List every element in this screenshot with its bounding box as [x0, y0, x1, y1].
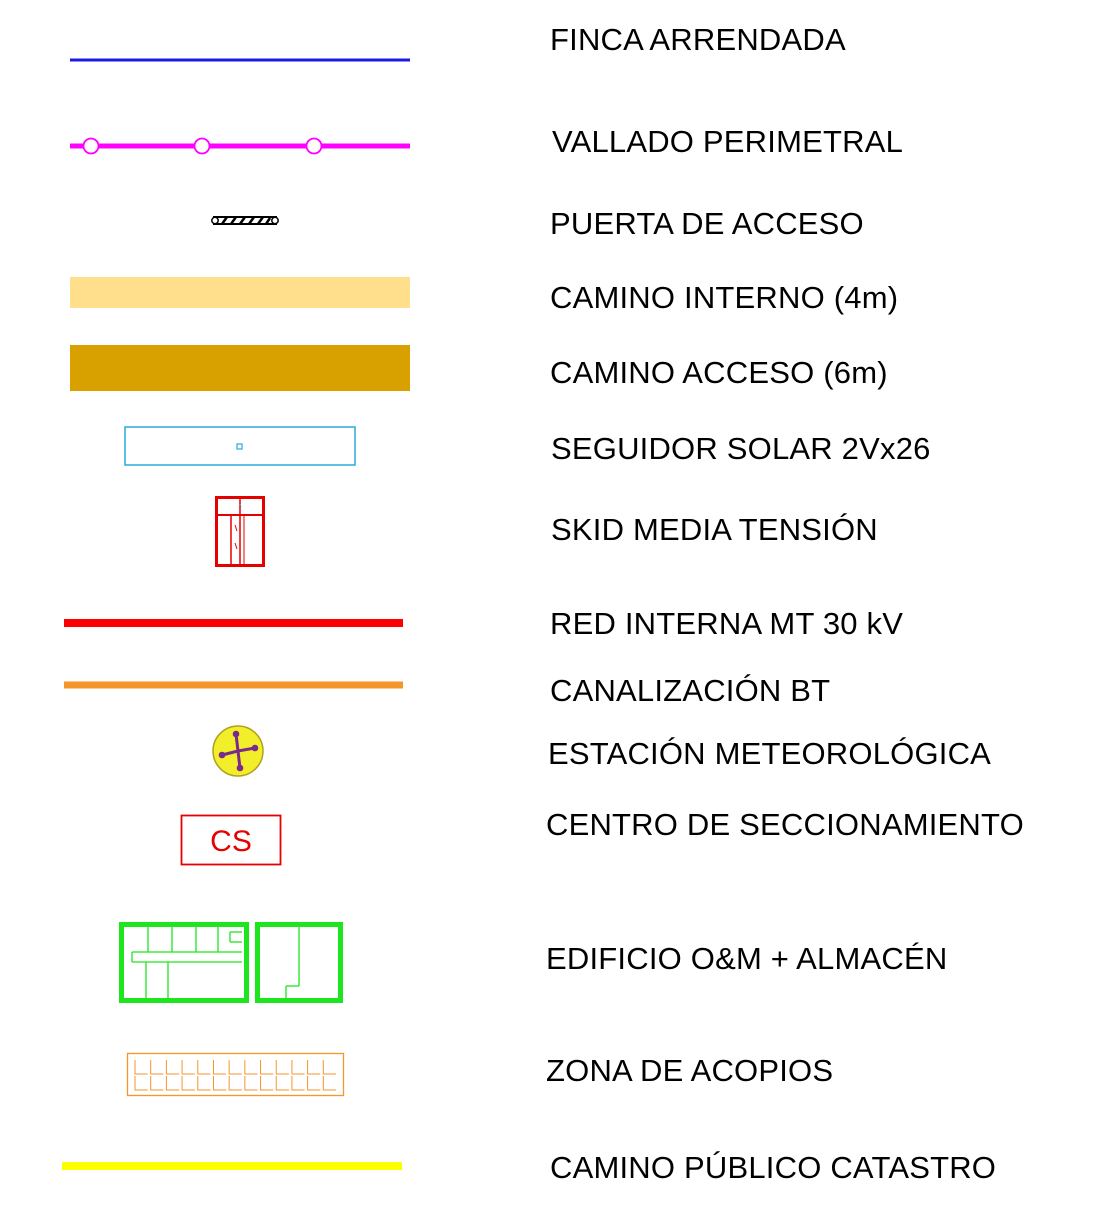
centro-seccionamiento-code: CS	[210, 825, 252, 858]
label-camino-interno: CAMINO INTERNO (4m)	[550, 280, 899, 315]
canalizacion-bt-symbol	[64, 681, 403, 689]
label-canalizacion-bt: CANALIZACIÓN BT	[550, 673, 831, 708]
acopios-cell	[260, 1060, 274, 1075]
acopios-cell	[197, 1060, 211, 1075]
acopios-cell	[228, 1076, 242, 1091]
label-red-interna-mt: RED INTERNA MT 30 kV	[550, 606, 904, 641]
acopios-cell	[181, 1060, 195, 1075]
camino-publico-symbol	[62, 1162, 402, 1170]
acopios-cell	[307, 1060, 321, 1075]
acopios-cell	[244, 1076, 258, 1091]
label-skid-media-tension: SKID MEDIA TENSIÓN	[551, 512, 878, 547]
label-seguidor-solar: SEGUIDOR SOLAR 2Vx26	[551, 431, 931, 466]
label-finca-arrendada: FINCA ARRENDADA	[550, 22, 846, 57]
acopios-cell	[150, 1060, 164, 1075]
label-edificio-om: EDIFICIO O&M + ALMACÉN	[546, 941, 948, 976]
acopios-cell	[165, 1076, 180, 1091]
label-estacion-meteorologica: ESTACIÓN METEOROLÓGICA	[548, 736, 992, 771]
finca-arrendada-symbol	[70, 58, 410, 62]
acopios-cell	[134, 1060, 148, 1075]
acopios-cell	[322, 1060, 336, 1075]
solar-tracker-symbol	[124, 426, 356, 466]
camino-acceso-symbol	[70, 345, 410, 391]
acopios-cell	[228, 1060, 242, 1075]
gate-icon	[211, 216, 279, 225]
acopios-cell	[197, 1076, 211, 1091]
acopios-cell	[307, 1076, 321, 1091]
zona-acopios-symbol	[126, 1052, 345, 1097]
skid-symbol	[215, 496, 265, 567]
acopios-cell	[275, 1060, 289, 1075]
acopios-cell	[244, 1060, 258, 1075]
label-centro-seccionamiento: CENTRO DE SECCIONAMIENTO	[546, 807, 1024, 842]
acopios-cell	[181, 1076, 195, 1091]
camino-interno-symbol	[70, 277, 410, 308]
acopios-cell	[134, 1076, 148, 1091]
label-camino-publico: CAMINO PÚBLICO CATASTRO	[550, 1150, 997, 1185]
acopios-cell	[291, 1060, 305, 1075]
acopios-cell	[322, 1076, 336, 1091]
acopios-cell	[212, 1076, 227, 1091]
acopios-cell	[212, 1060, 227, 1075]
acopios-cell	[165, 1060, 180, 1075]
acopios-cell	[275, 1076, 289, 1091]
label-zona-de-acopios: ZONA DE ACOPIOS	[546, 1053, 834, 1088]
acopios-cell	[291, 1076, 305, 1091]
acopios-cell	[260, 1076, 274, 1091]
vallado-perimetral-symbol	[70, 137, 410, 155]
weather-station-icon	[212, 725, 264, 777]
centro-seccionamiento-symbol: CS	[180, 814, 282, 866]
label-puerta-de-acceso: PUERTA DE ACCESO	[550, 206, 864, 241]
acopios-cell	[150, 1076, 164, 1091]
label-camino-acceso: CAMINO ACCESO (6m)	[550, 355, 888, 390]
red-mt-symbol	[64, 619, 403, 627]
label-vallado-perimetral: VALLADO PERIMETRAL	[552, 124, 904, 159]
edificio-om-symbol	[119, 922, 343, 1003]
